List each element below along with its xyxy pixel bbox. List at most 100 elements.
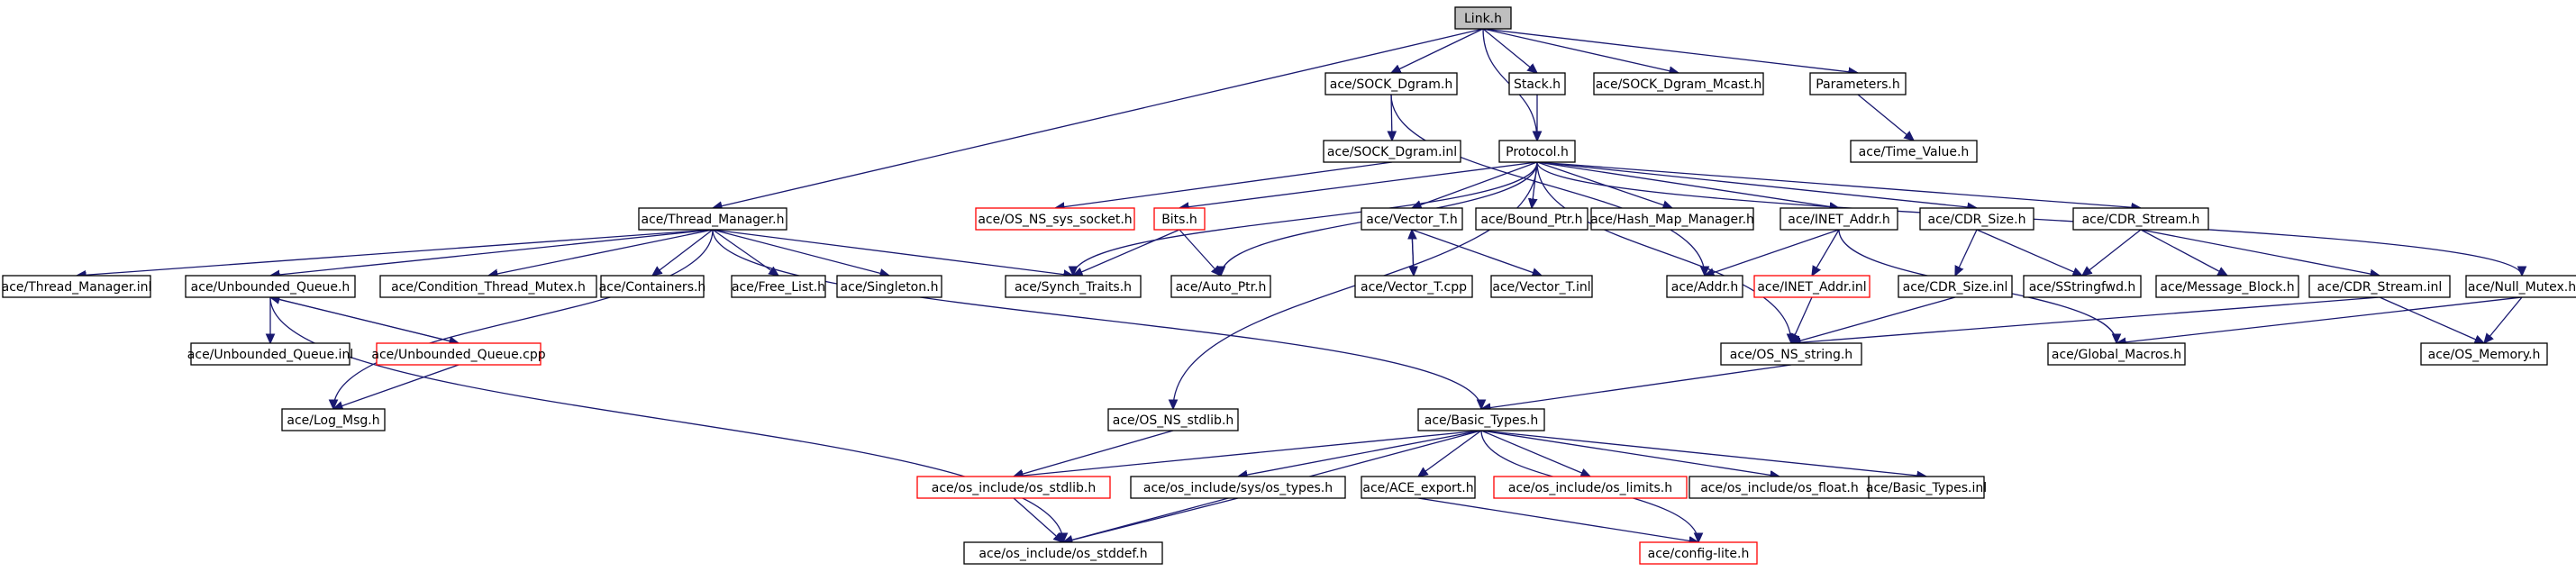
node-sstringfwd-h[interactable]: ace/SStringfwd.h	[2023, 275, 2142, 298]
node-box	[1354, 275, 1473, 298]
node-sock-dgram-mcast-h[interactable]: ace/SOCK_Dgram_Mcast.h	[1593, 72, 1764, 95]
node-box	[1324, 72, 1458, 95]
node-box	[376, 342, 542, 366]
node-cdr-stream-inl[interactable]: ace/CDR_Stream.inl	[2308, 275, 2451, 298]
edge-ace_export_h-to-config_lite_h	[1417, 497, 1698, 542]
node-protocol-h[interactable]: Protocol.h	[1498, 140, 1576, 163]
node-unbounded-queue-h[interactable]: ace/Unbounded_Queue.h	[185, 275, 356, 298]
node-label: ace/SOCK_Dgram_Mcast.h	[1596, 77, 1762, 92]
edge-null_mutex_h-to-os_memory_h	[2484, 296, 2523, 343]
node-config-lite-h[interactable]: ace/config-lite.h	[1639, 541, 1758, 565]
node-ace-export-h[interactable]: ace/ACE_export.h	[1361, 476, 1476, 499]
node-singleton-h[interactable]: ace/Singleton.h	[836, 275, 942, 298]
node-box	[731, 275, 826, 298]
node-cdr-stream-h[interactable]: ace/CDR_Stream.h	[2072, 207, 2209, 231]
node-box	[1361, 207, 1463, 231]
node-box	[638, 207, 787, 231]
node-os-memory-h[interactable]: ace/OS_Memory.h	[2420, 342, 2548, 366]
node-link-h[interactable]: Link.h	[1454, 6, 1512, 30]
edge-thread_manager_h-to-unbounded_queue_h	[270, 229, 714, 276]
edge-cdr_stream_inl-to-os_ns_string_h	[1791, 296, 2380, 343]
edge-bits_h-to-synch_traits_h	[1073, 229, 1180, 276]
node-box	[1153, 207, 1206, 231]
node-unbounded-queue-cpp[interactable]: ace/Unbounded_Queue.cpp	[371, 342, 546, 366]
node-thread-manager-inl[interactable]: ace/Thread_Manager.inl	[2, 275, 152, 298]
node-label: ace/SOCK_Dgram.inl	[1327, 145, 1457, 159]
node-message-block-h[interactable]: ace/Message_Block.h	[2155, 275, 2299, 298]
node-sock-dgram-inl[interactable]: ace/SOCK_Dgram.inl	[1323, 140, 1461, 163]
node-cdr-size-h[interactable]: ace/CDR_Size.h	[1919, 207, 2034, 231]
node-label: ace/Vector_T.cpp	[1361, 280, 1467, 295]
node-label: ace/CDR_Size.h	[1928, 213, 2026, 227]
edge-basic_types_h-to-ace_export_h	[1418, 430, 1482, 477]
node-box	[1107, 408, 1239, 431]
node-box	[1753, 275, 1871, 298]
node-containers-h[interactable]: ace/Containers.h	[599, 275, 706, 298]
node-basic-types-h[interactable]: ace/Basic_Types.h	[1417, 408, 1545, 431]
edge-basic_types_h-to-os_include_sys_os_types_h	[1238, 430, 1482, 477]
node-os-include-os-stddef-h[interactable]: ace/os_include/os_stddef.h	[963, 541, 1163, 565]
edge-protocol_h-to-os_ns_string_h	[1536, 161, 1791, 343]
node-box	[2420, 342, 2548, 366]
node-box	[2047, 342, 2186, 366]
node-unbounded-queue-inl[interactable]: ace/Unbounded_Queue.inl	[187, 342, 353, 366]
node-box	[1323, 140, 1461, 163]
node-os-include-sys-os-types-h[interactable]: ace/os_include/sys/os_types.h	[1130, 476, 1346, 499]
node-os-ns-string-h[interactable]: ace/OS_NS_string.h	[1720, 342, 1862, 366]
node-box	[1590, 207, 1754, 231]
node-box	[2308, 275, 2451, 298]
node-cdr-size-inl[interactable]: ace/CDR_Size.inl	[1898, 275, 2013, 298]
node-bits-h[interactable]: Bits.h	[1153, 207, 1206, 231]
node-inet-addr-h[interactable]: ace/INET_Addr.h	[1780, 207, 1898, 231]
node-box	[1780, 207, 1898, 231]
node-box	[1417, 408, 1545, 431]
node-vector-t-h[interactable]: ace/Vector_T.h	[1361, 207, 1463, 231]
node-label: ace/Unbounded_Queue.h	[191, 280, 350, 295]
node-box	[2465, 275, 2576, 298]
node-sock-dgram-h[interactable]: ace/SOCK_Dgram.h	[1324, 72, 1458, 95]
edge-basic_types_h-to-os_include_os_float_h	[1480, 430, 1780, 477]
node-box	[600, 275, 705, 298]
node-os-include-os-limits-h[interactable]: ace/os_include/os_limits.h	[1493, 476, 1688, 499]
node-log-msg-h[interactable]: ace/Log_Msg.h	[281, 408, 386, 431]
node-box	[190, 342, 350, 366]
node-vector-t-cpp[interactable]: ace/Vector_T.cpp	[1354, 275, 1473, 298]
node-label: ace/os_include/sys/os_types.h	[1143, 481, 1333, 495]
node-box	[185, 275, 356, 298]
node-basic-types-inl[interactable]: ace/Basic_Types.inl	[1866, 476, 1987, 499]
node-os-ns-stdlib-h[interactable]: ace/OS_NS_stdlib.h	[1107, 408, 1239, 431]
node-time-value-h[interactable]: ace/Time_Value.h	[1850, 140, 1978, 163]
node-bound-ptr-h[interactable]: ace/Bound_Ptr.h	[1475, 207, 1588, 231]
node-inet-addr-inl[interactable]: ace/INET_Addr.inl	[1753, 275, 1871, 298]
node-free-list-h[interactable]: ace/Free_List.h	[731, 275, 826, 298]
node-label: Bits.h	[1161, 213, 1197, 227]
node-stack-h[interactable]: Stack.h	[1508, 72, 1566, 95]
node-parameters-h[interactable]: Parameters.h	[1809, 72, 1907, 95]
node-synch-traits-h[interactable]: ace/Synch_Traits.h	[1005, 275, 1142, 298]
node-label: ace/Thread_Manager.inl	[2, 280, 152, 295]
node-global-macros-h[interactable]: ace/Global_Macros.h	[2047, 342, 2186, 366]
node-addr-h[interactable]: ace/Addr.h	[1666, 275, 1743, 298]
node-condition-thread-mutex-h[interactable]: ace/Condition_Thread_Mutex.h	[379, 275, 597, 298]
file-nodes: Link.h ace/SOCK_Dgram.h Stack.h ace/SOCK_Dg…	[2, 6, 2576, 565]
node-os-include-os-stdlib-h[interactable]: ace/os_include/os_stdlib.h	[916, 476, 1111, 499]
node-label: ace/Unbounded_Queue.inl	[187, 348, 353, 362]
node-label: ace/os_include/os_stdlib.h	[932, 481, 1096, 495]
node-thread-manager-h[interactable]: ace/Thread_Manager.h	[638, 207, 787, 231]
node-vector-t-inl[interactable]: ace/Vector_T.inl	[1490, 275, 1593, 298]
edge-link_h-to-parameters_h	[1482, 28, 1858, 73]
node-hash-map-manager-h[interactable]: ace/Hash_Map_Manager.h	[1590, 207, 1754, 231]
edge-os_ns_string_h-to-basic_types_h	[1481, 364, 1792, 409]
node-null-mutex-h[interactable]: ace/Null_Mutex.h	[2465, 275, 2576, 298]
node-box	[1170, 275, 1271, 298]
node-label: ace/SStringfwd.h	[2029, 280, 2136, 295]
node-box	[281, 408, 386, 431]
node-auto-ptr-h[interactable]: ace/Auto_Ptr.h	[1170, 275, 1271, 298]
node-os-include-os-float-h[interactable]: ace/os_include/os_float.h	[1689, 476, 1871, 499]
node-label: ace/INET_Addr.inl	[1757, 280, 1866, 295]
dependency-edges	[77, 28, 2523, 542]
node-os-ns-sys-socket-h[interactable]: ace/OS_NS_sys_socket.h	[975, 207, 1135, 231]
edge-link_h-to-stack_h	[1482, 28, 1537, 73]
edge-protocol_h-to-vector_t_h	[1412, 161, 1538, 208]
